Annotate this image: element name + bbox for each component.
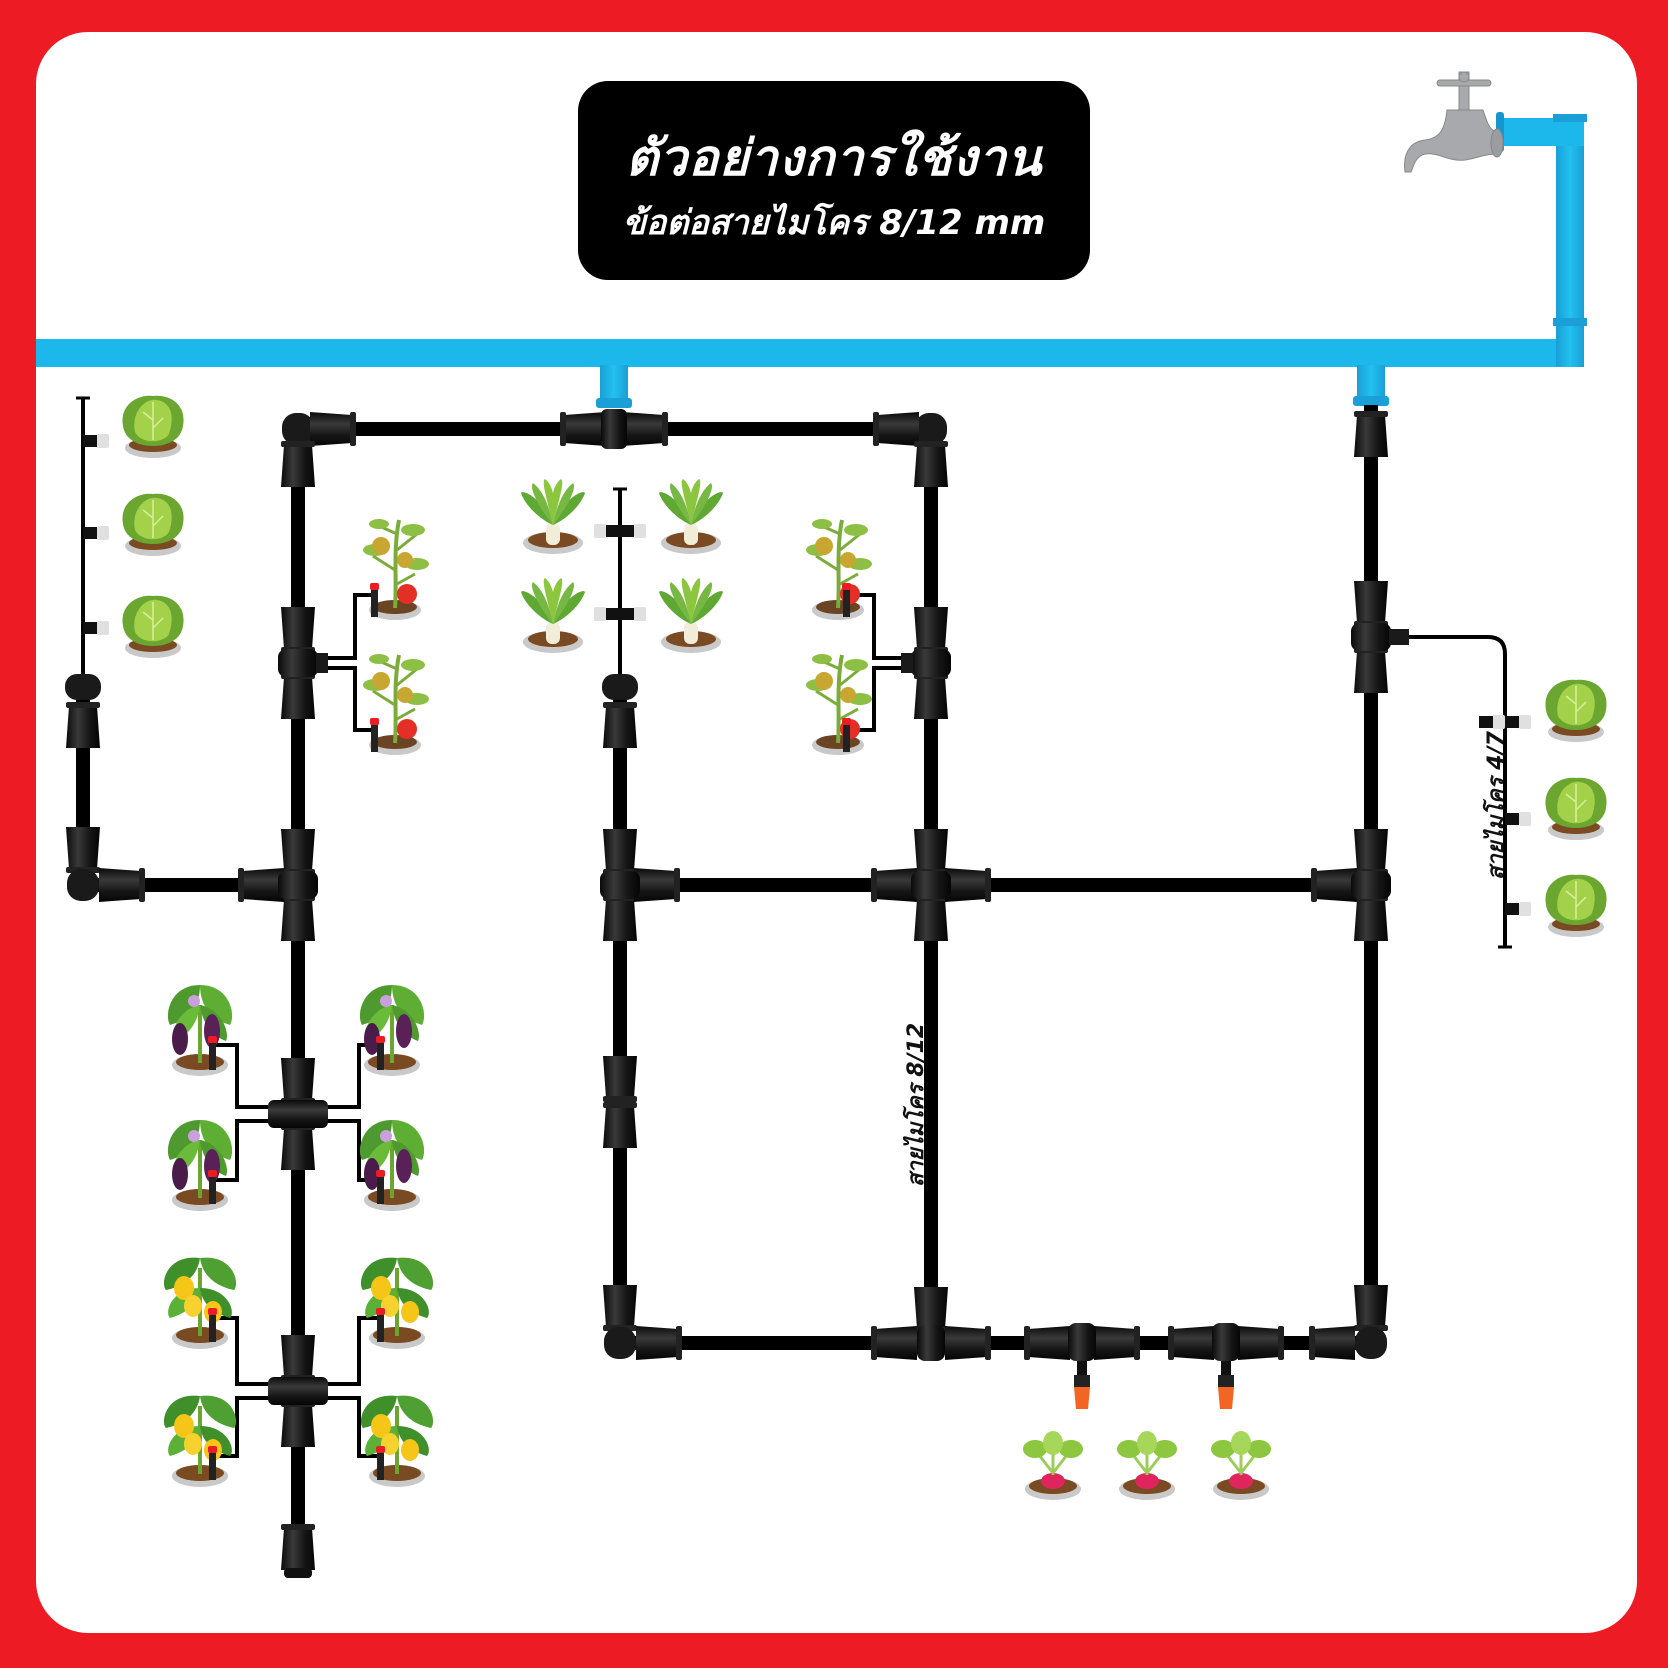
pepper-plant <box>358 1393 436 1489</box>
eggplant-plant <box>165 1118 235 1213</box>
page-subtitle: ข้อต่อสายไมโคร 8/12 mm <box>622 203 1046 243</box>
cross-fitting-pepper <box>268 1335 328 1447</box>
title-box: ตัวอย่างการใช้งาน ข้อต่อสายไมโคร 8/12 mm <box>578 81 1090 280</box>
radish-plant <box>1021 1429 1085 1502</box>
end-cap <box>281 1524 315 1578</box>
tomato-plant <box>804 517 874 622</box>
dripper-tee-1 <box>1024 1323 1140 1409</box>
elbow-bottom-left <box>603 1285 682 1360</box>
tee-fitting-right-tomato <box>901 607 951 719</box>
reducer-left <box>65 674 101 748</box>
coupling-right-top <box>1354 411 1388 457</box>
daikon-plant <box>659 578 723 653</box>
lettuce-plant <box>121 595 185 659</box>
main-supply-pipe <box>36 112 1587 408</box>
daikon-plant <box>521 479 585 554</box>
radish-plant <box>1209 1429 1273 1502</box>
eggplant-plant <box>357 1118 427 1213</box>
cross-fitting-center <box>871 829 991 941</box>
elbow-top-right <box>873 412 948 487</box>
elbow-left-bottom <box>66 827 145 902</box>
lettuce-plant <box>1544 777 1608 841</box>
tee-fitting-right-row <box>1311 829 1391 941</box>
eggplant-plant <box>165 983 235 1078</box>
label-micro-pipe-8-12: สายไมโคร 8/12 <box>904 1022 929 1187</box>
lettuce-plant <box>121 493 185 557</box>
dripper-tee-2 <box>1168 1323 1284 1409</box>
tee-fitting-left-tomato <box>278 607 328 719</box>
lettuce-plant <box>121 395 185 459</box>
tee-fitting-left-row <box>238 829 318 941</box>
faucet-icon <box>1404 71 1504 173</box>
lettuce-plant <box>1544 874 1608 938</box>
cross-fitting-eggplant <box>268 1058 328 1170</box>
pepper-plant <box>161 1255 239 1351</box>
elbow-top-left <box>281 412 356 487</box>
tee-fitting-top-center <box>560 409 668 449</box>
tee-fitting-4-7-branch <box>1351 581 1409 693</box>
eggplant-plant <box>357 983 427 1078</box>
label-micro-pipe-4-7: สายไมโคร 4/7 <box>1484 731 1509 880</box>
pepper-plant <box>161 1393 239 1489</box>
coupling-center-left <box>603 1056 637 1148</box>
tee-fitting-bottom-center <box>871 1287 991 1361</box>
fittings <box>65 409 1409 1578</box>
daikon-plant <box>659 479 723 554</box>
page-title: ตัวอย่างการใช้งาน <box>625 129 1043 187</box>
tomato-plant <box>804 652 874 757</box>
daikon-plant <box>521 578 585 653</box>
reducer-center <box>602 674 638 748</box>
elbow-bottom-right <box>1309 1285 1388 1360</box>
tee-fitting-center-left-row <box>600 829 680 941</box>
lettuce-plant <box>1544 679 1608 743</box>
radish-plant <box>1115 1429 1179 1502</box>
pepper-plant <box>358 1255 436 1351</box>
